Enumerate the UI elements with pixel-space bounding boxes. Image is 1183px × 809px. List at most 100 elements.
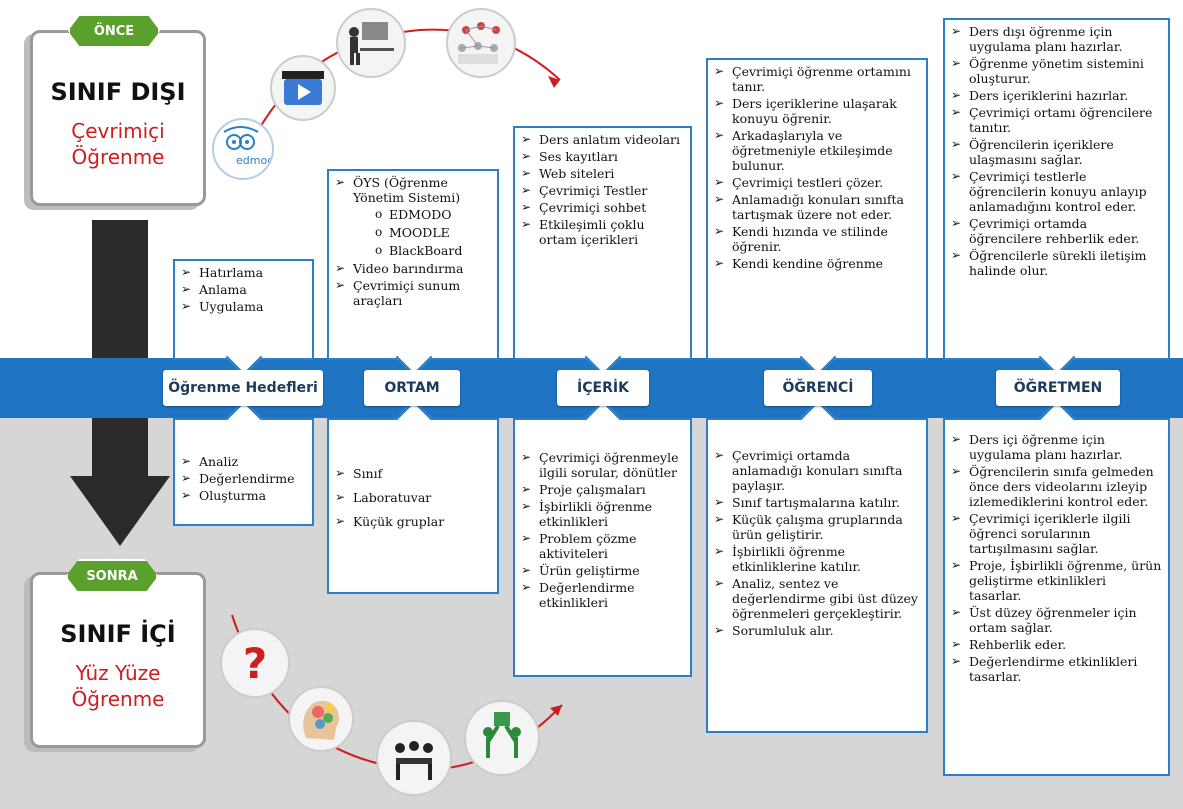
list-item: Sorumluluk alır. [714, 623, 920, 638]
phase-after-subtitle-1: Yüz Yüze [75, 661, 161, 685]
student-bottom-list: Çevrimiçi ortamda anlamadığı konuları sı… [714, 448, 920, 638]
list-item: Analiz [181, 454, 306, 469]
list-item: Öğrencilerin sınıfa gelmeden önce ders v… [951, 464, 1162, 509]
list-item: ÖYS (Öğrenme Yönetim Sistemi) [335, 175, 491, 205]
student-bottom-box: Çevrimiçi ortamda anlamadığı konuları sı… [706, 418, 928, 733]
band-label-teacher: ÖĞRETMEN [996, 370, 1120, 406]
list-item: Çevrimiçi öğrenmeyle ilgili sorular, dön… [521, 450, 684, 480]
list-item: Çevrimiçi ortamı öğrencilere tanıtır. [951, 105, 1162, 135]
list-item: Çevrimiçi ortamda anlamadığı konuları sı… [714, 448, 920, 493]
list-item: Çevrimiçi sunum araçları [335, 278, 491, 308]
list-item: Etkileşimli çoklu ortam içerikleri [521, 217, 684, 247]
crowd-network-icon [446, 8, 516, 78]
list-item: Çevrimiçi içeriklerle ilgili öğrenci sor… [951, 511, 1162, 556]
student-top-box: Çevrimiçi öğrenme ortamını tanır. Ders i… [706, 58, 928, 360]
list-item: Sınıf tartışmalarına katılır. [714, 495, 920, 510]
edmodo-text: edmod [236, 154, 272, 167]
environment-top-box: ÖYS (Öğrenme Yönetim Sistemi) EDMODO MOO… [327, 169, 499, 360]
goals-bottom-list: Analiz Değerlendirme Oluşturma [181, 454, 306, 503]
content-bottom-box: Çevrimiçi öğrenmeyle ilgili sorular, dön… [513, 418, 692, 677]
list-item: Problem çözme aktiviteleri [521, 531, 684, 561]
list-item: Çevrimiçi öğrenme ortamını tanır. [714, 64, 920, 94]
list-item: Ders içeriklerini hazırlar. [951, 88, 1162, 103]
list-item: Sınıf [335, 466, 491, 481]
list-item: İşbirlikli öğrenme etkinlikleri [521, 499, 684, 529]
list-item: Video barındırma [335, 261, 491, 276]
list-item: Çevrimiçi Testler [521, 183, 684, 198]
list-item: Öğrencilerin içeriklere ulaşmasını sağla… [951, 137, 1162, 167]
list-item: Değerlendirme etkinlikleri tasarlar. [951, 654, 1162, 684]
content-top-list: Ders anlatım videoları Ses kayıtları Web… [521, 132, 684, 247]
list-item: Küçük gruplar [335, 514, 491, 529]
list-item: İşbirlikli öğrenme etkinliklerine katılı… [714, 544, 920, 574]
list-item: Oluşturma [181, 488, 306, 503]
list-item: Ders anlatım videoları [521, 132, 684, 147]
list-item: Değerlendirme [181, 471, 306, 486]
list-item: Arkadaşlarıyla ve öğretmeniyle etkileşim… [714, 128, 920, 173]
list-item: Çevrimiçi testleri çözer. [714, 175, 920, 190]
phase-before-subtitle-2: Öğrenme [71, 145, 165, 169]
group-meeting-icon [376, 720, 452, 796]
environment-top-list: ÖYS (Öğrenme Yönetim Sistemi) EDMODO MOO… [335, 175, 491, 308]
teacher-top-box: Ders dışı öğrenme için uygulama planı ha… [943, 18, 1170, 360]
video-clapper-icon [270, 55, 336, 121]
phase-before-subtitle-1: Çevrimiçi [71, 119, 165, 143]
list-item: Öğrencilerle sürekli iletişim halinde ol… [951, 248, 1162, 278]
list-item: Proje, İşbirlikli öğrenme, ürün geliştir… [951, 558, 1162, 603]
teacher-top-list: Ders dışı öğrenme için uygulama planı ha… [951, 24, 1162, 278]
list-item: Çevrimiçi sohbet [521, 200, 684, 215]
list-item: Proje çalışmaları [521, 482, 684, 497]
list-item: Üst düzey öğrenmeler için ortam sağlar. [951, 605, 1162, 635]
phase-after-card: SINIF İÇİ Yüz Yüze Öğrenme [30, 572, 206, 748]
goals-top-list: Hatırlama Anlama Uygulama [181, 265, 306, 314]
list-item: Rehberlik eder. [951, 637, 1162, 652]
list-item: Küçük çalışma gruplarında ürün geliştiri… [714, 512, 920, 542]
list-item: Web siteleri [521, 166, 684, 181]
edmodo-logo-icon: edmod [212, 118, 274, 180]
phase-after-subtitle-2: Öğrenme [71, 687, 165, 711]
brain-gears-icon [288, 686, 354, 752]
transition-arrow-head [70, 476, 170, 546]
list-item: Ders dışı öğrenme için uygulama planı ha… [951, 24, 1162, 54]
puzzle-team-icon [464, 700, 540, 776]
teacher-bottom-list: Ders içi öğrenme için uygulama planı haz… [951, 432, 1162, 684]
list-item: Anlama [181, 282, 306, 297]
list-item: Ses kayıtları [521, 149, 684, 164]
list-item: Değerlendirme etkinlikleri [521, 580, 684, 610]
phase-before-title: SINIF DIŞI [50, 78, 186, 106]
content-top-box: Ders anlatım videoları Ses kayıtları Web… [513, 126, 692, 360]
question-mark-icon: ? [220, 628, 290, 698]
phase-after-tag: SONRA [66, 559, 158, 593]
phase-before-tag: ÖNCE [68, 14, 160, 48]
list-item: Laboratuvar [335, 490, 491, 505]
band-label-goals: Öğrenme Hedefleri [163, 370, 323, 406]
list-item: Kendi hızında ve stilinde öğrenir. [714, 224, 920, 254]
content-bottom-list: Çevrimiçi öğrenmeyle ilgili sorular, dön… [521, 450, 684, 610]
environment-bottom-list: Sınıf Laboratuvar Küçük gruplar [335, 466, 491, 529]
band-label-content: İÇERİK [557, 370, 649, 406]
list-item: Öğrenme yönetim sistemini oluşturur. [951, 56, 1162, 86]
phase-after-title: SINIF İÇİ [60, 620, 176, 648]
environment-bottom-box: Sınıf Laboratuvar Küçük gruplar [327, 418, 499, 594]
list-item: Hatırlama [181, 265, 306, 280]
list-item: Kendi kendine öğrenme [714, 256, 920, 271]
list-item: Ders içi öğrenme için uygulama planı haz… [951, 432, 1162, 462]
list-item: Çevrimiçi testlerle öğrencilerin konuyu … [951, 169, 1162, 214]
list-item: EDMODO [335, 207, 491, 222]
student-top-list: Çevrimiçi öğrenme ortamını tanır. Ders i… [714, 64, 920, 271]
goals-top-box: Hatırlama Anlama Uygulama [173, 259, 314, 360]
list-item: Ürün geliştirme [521, 563, 684, 578]
list-item: Çevrimiçi ortamda öğrencilere rehberlik … [951, 216, 1162, 246]
list-item: MOODLE [335, 225, 491, 240]
transition-arrow-shaft [92, 220, 148, 478]
teacher-bottom-box: Ders içi öğrenme için uygulama planı haz… [943, 418, 1170, 776]
computer-user-icon [336, 8, 406, 78]
list-item: Uygulama [181, 299, 306, 314]
phase-before-card: SINIF DIŞI Çevrimiçi Öğrenme [30, 30, 206, 206]
band-label-student: ÖĞRENCİ [764, 370, 872, 406]
band-label-environment: ORTAM [364, 370, 460, 406]
list-item: Analiz, sentez ve değerlendirme gibi üst… [714, 576, 920, 621]
list-item: Anlamadığı konuları sınıfta tartışmak üz… [714, 192, 920, 222]
list-item: Ders içeriklerine ulaşarak konuyu öğreni… [714, 96, 920, 126]
list-item: BlackBoard [335, 243, 491, 258]
